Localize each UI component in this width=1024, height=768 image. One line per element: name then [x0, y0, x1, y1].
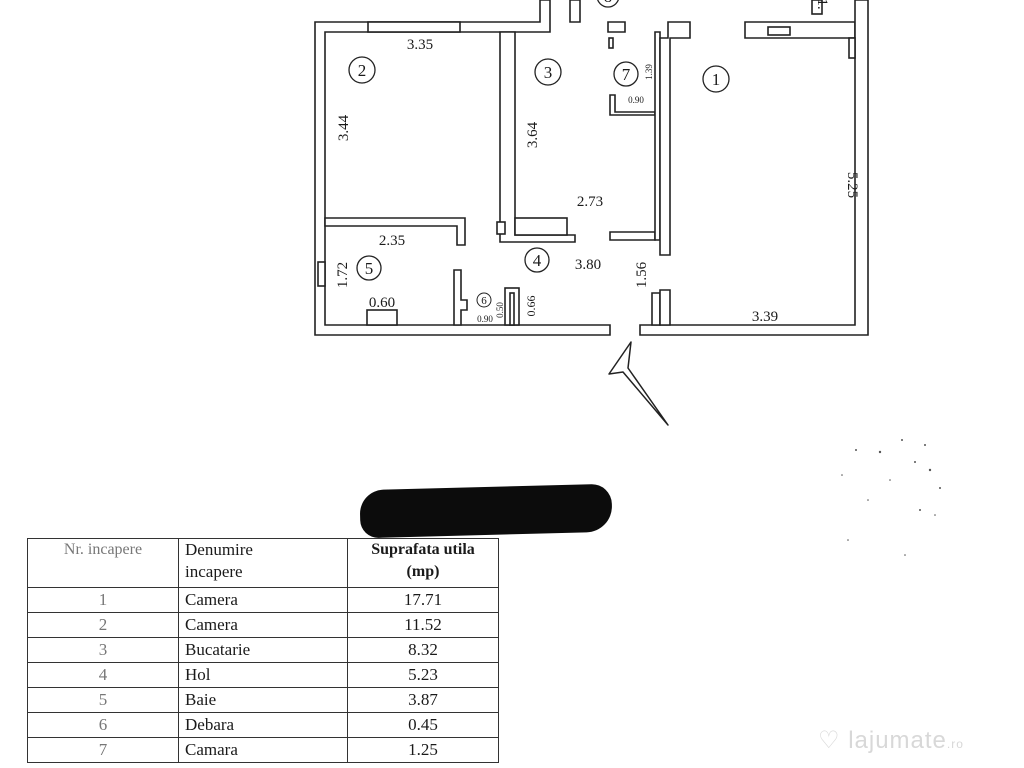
dim-r3-width: 2.73 — [577, 194, 603, 210]
header-text: (mp) — [406, 563, 440, 580]
header-room-name: Denumire incapere — [178, 538, 348, 588]
cell-name: Camera — [178, 587, 348, 613]
cell-name: Camara — [178, 737, 348, 763]
cell-area: 5.23 — [347, 662, 499, 688]
header-text: Denumire — [185, 540, 253, 559]
dim-r7-width: 0.90 — [628, 95, 644, 105]
header-text: incapere — [185, 562, 243, 581]
cell-name: Debara — [178, 712, 348, 738]
dim-r1-width: 3.39 — [752, 309, 778, 325]
dim-r5-fixture: 0.60 — [369, 295, 395, 311]
room-areas-table: Nr. incapere Denumire incapere Suprafata … — [27, 538, 499, 763]
cell-area: 3.87 — [347, 687, 499, 713]
dim-top-right-partial: 1. — [814, 0, 830, 10]
dim-r4-width: 3.80 — [575, 257, 601, 273]
table-header-row: Nr. incapere Denumire incapere Suprafata … — [27, 538, 499, 588]
cell-name: Hol — [178, 662, 348, 688]
cell-number: 2 — [27, 612, 179, 638]
room-number-4: 4 — [533, 251, 542, 270]
cell-area: 17.71 — [347, 587, 499, 613]
cell-number: 5 — [27, 687, 179, 713]
walls — [314, 0, 869, 336]
dimension-labels: 3.35 3.44 3.64 2.73 1.39 0.90 5.25 3.39 … — [335, 0, 860, 325]
cell-area: 1.25 — [347, 737, 499, 763]
dim-r5-height: 1.72 — [335, 262, 351, 288]
dim-r5-width: 2.35 — [379, 233, 405, 249]
room-number-3: 3 — [544, 63, 553, 82]
dim-r1-height: 5.25 — [844, 172, 860, 198]
cell-area: 11.52 — [347, 612, 499, 638]
dim-r6-width: 0.90 — [477, 314, 493, 324]
cell-number: 6 — [27, 712, 179, 738]
dim-r6-depth: 0.66 — [524, 296, 538, 317]
cell-name: Bucatarie — [178, 637, 348, 663]
header-text: Suprafata utila — [371, 541, 475, 558]
room-number-8: 8 — [604, 0, 613, 6]
room-number-1: 1 — [712, 70, 721, 89]
dim-r7-height: 1.39 — [644, 64, 654, 80]
room-number-6: 6 — [481, 295, 487, 307]
header-text: Nr. incapere — [63, 541, 143, 558]
dim-r4-height: 1.56 — [634, 261, 650, 288]
header-room-number: Nr. incapere — [27, 538, 179, 588]
cell-area: 8.32 — [347, 637, 499, 663]
north-arrow-icon — [608, 341, 669, 426]
dim-r2-height: 3.44 — [336, 114, 352, 141]
cell-name: Baie — [178, 687, 348, 713]
watermark-logo: ♡ lajumate.ro — [818, 726, 964, 755]
cell-area: 0.45 — [347, 712, 499, 738]
header-area: Suprafata utila (mp) — [347, 538, 499, 588]
dim-r6-height: 0.50 — [495, 302, 505, 318]
dim-r2-width: 3.35 — [407, 37, 433, 53]
redaction-mark — [359, 483, 613, 539]
watermark-tld: .ro — [946, 737, 964, 751]
room-number-7: 7 — [622, 65, 631, 84]
cell-number: 1 — [27, 587, 179, 613]
room-markers: 1 2 3 4 5 6 7 8 — [348, 0, 730, 308]
heart-icon: ♡ — [818, 727, 841, 754]
cell-number: 3 — [27, 637, 179, 663]
cell-number: 4 — [27, 662, 179, 688]
watermark-brand: lajumate — [848, 727, 947, 754]
cell-name: Camera — [178, 612, 348, 638]
dim-r3-height: 3.64 — [525, 121, 541, 148]
scan-noise — [484, 439, 941, 556]
room-number-2: 2 — [358, 61, 367, 80]
cell-number: 7 — [27, 737, 179, 763]
room-number-5: 5 — [365, 259, 374, 278]
